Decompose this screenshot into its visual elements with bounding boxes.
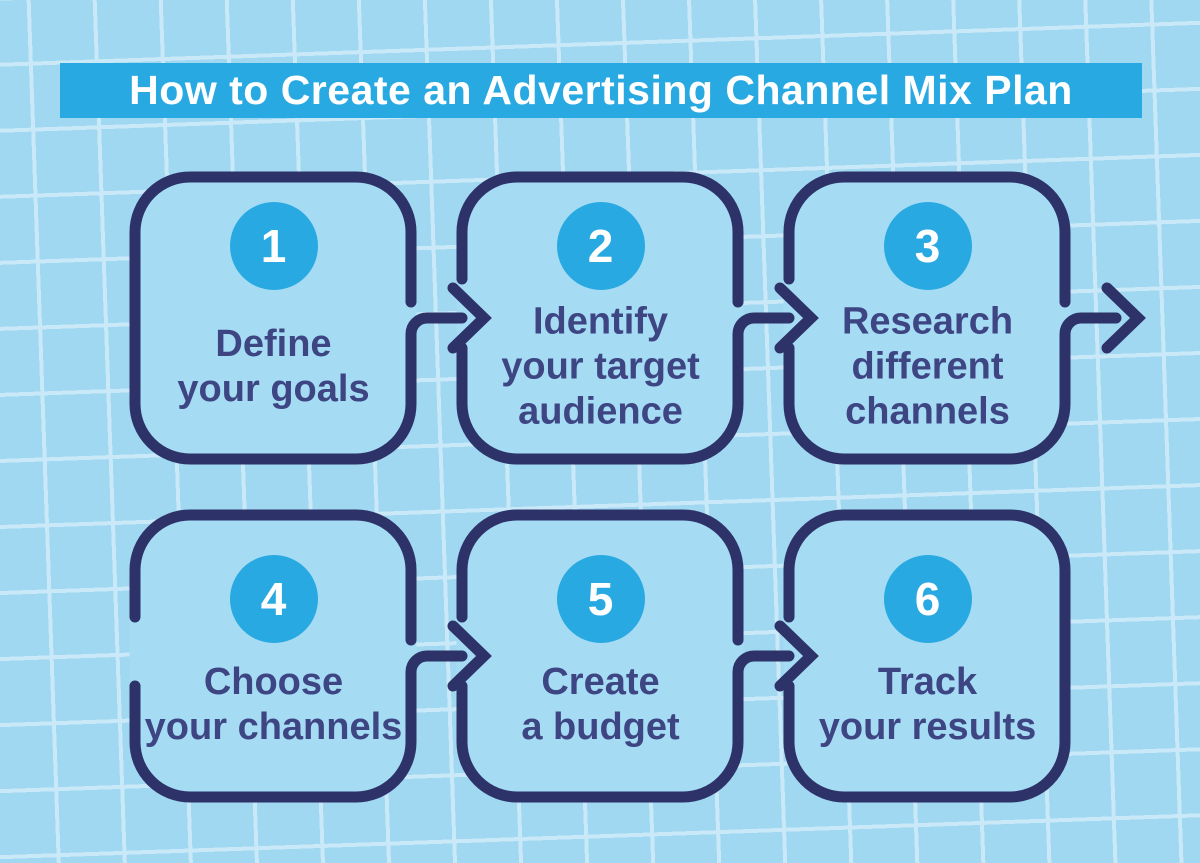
- step-1-label: Define your goals: [118, 322, 429, 412]
- step-6-number-badge: 6: [883, 555, 972, 643]
- arrowheads: [447, 282, 1146, 692]
- arrow-right-icon: [447, 620, 492, 692]
- step-3-label: Research different channels: [772, 300, 1083, 435]
- step-3-card: 3 Research different channels: [784, 172, 1071, 465]
- step-3-outline: [783, 171, 1122, 465]
- step-2-outline: [456, 171, 795, 465]
- step-label-line: Research: [841, 300, 1014, 343]
- arrow-right-icon: [447, 282, 492, 354]
- step-1-number-badge: 1: [229, 202, 318, 290]
- step-1-card: 1 Define your goals: [130, 172, 417, 465]
- step-5-card-fill: [456, 509, 744, 803]
- step-1-outline: [129, 171, 468, 465]
- step-3-card-fill: [783, 171, 1071, 465]
- page-title: How to Create an Advertising Channel Mix…: [129, 67, 1073, 113]
- step-2-card: 2 Identify your target audience: [457, 172, 744, 465]
- step-6-label: Track your results: [772, 660, 1083, 750]
- step-label-line: Track: [877, 661, 978, 703]
- card-fills: [129, 171, 1071, 803]
- step-4-outline: [129, 509, 468, 803]
- arrow-right-icon: [774, 620, 819, 692]
- title-banner: How to Create an Advertising Channel Mix…: [60, 63, 1142, 118]
- card-outlines: [129, 171, 1122, 803]
- step-label-line: Identify: [532, 300, 669, 343]
- arrow-right-icon: [774, 282, 819, 354]
- step-label-line: Create: [541, 661, 660, 703]
- step-6-outline: [783, 509, 1071, 803]
- step-2-label: Identify your target audience: [445, 300, 756, 435]
- step-2-number-badge: 2: [556, 202, 645, 290]
- step-3-number-badge: 3: [883, 202, 972, 290]
- step-label-line: Define: [215, 323, 332, 365]
- step-4-card-fill: [129, 509, 417, 803]
- step-5-number-badge: 5: [556, 555, 645, 643]
- step-label-line: different: [851, 345, 1004, 388]
- step-label-line: a budget: [521, 706, 680, 748]
- step-label-line: your results: [818, 706, 1037, 748]
- step-label-line: channels: [845, 390, 1010, 433]
- step-label-line: Choose: [203, 661, 344, 703]
- step-5-outline: [456, 509, 795, 803]
- step-4-label: Choose your channels: [118, 660, 429, 750]
- step-1-card-fill: [129, 171, 417, 465]
- step-4-card: 4 Choose your channels: [130, 510, 417, 803]
- step-2-card-fill: [456, 171, 744, 465]
- arrow-right-icon: [1101, 282, 1146, 354]
- step-6-card-fill: [783, 509, 1071, 803]
- step-6-card: 6 Track your results: [784, 510, 1071, 803]
- step-label-line: audience: [518, 390, 683, 433]
- step-4-number-badge: 4: [229, 555, 318, 643]
- step-label-line: your target: [501, 345, 700, 388]
- step-5-card: 5 Create a budget: [457, 510, 744, 803]
- step-label-line: your goals: [177, 368, 370, 410]
- step-label-line: your channels: [144, 706, 403, 748]
- step-5-label: Create a budget: [445, 660, 756, 750]
